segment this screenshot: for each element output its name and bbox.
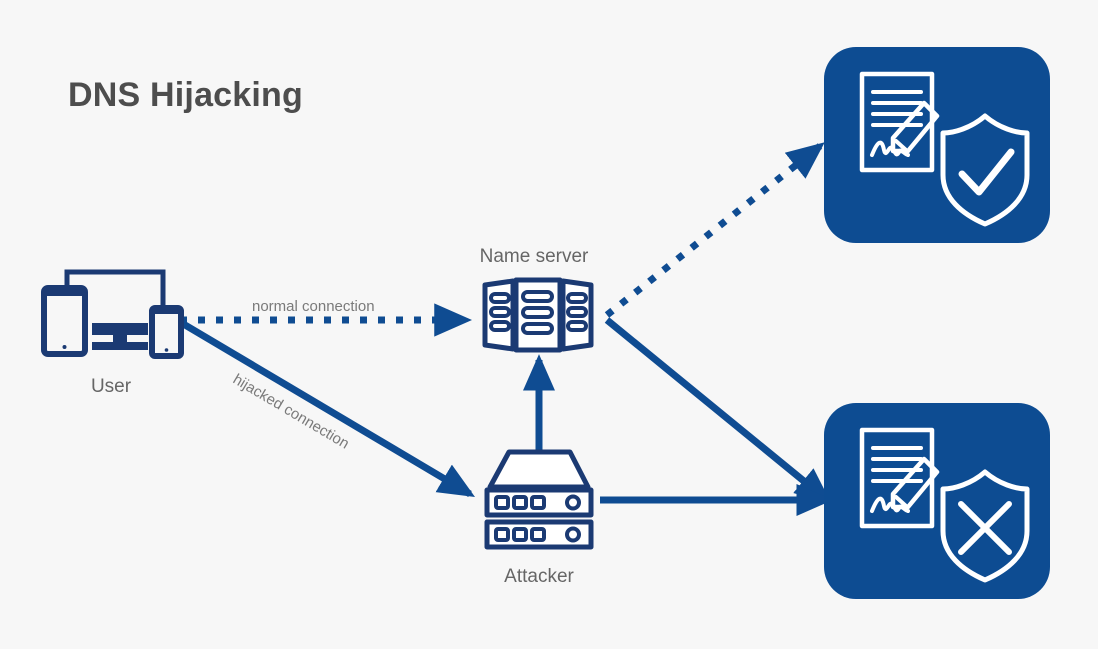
normal-connection-label: normal connection xyxy=(252,298,375,315)
attacker-server-icon xyxy=(484,449,594,550)
node-user[interactable]: User xyxy=(41,269,184,397)
legit-site-tile xyxy=(824,47,1050,243)
edge-nameserver-to-fake xyxy=(604,317,832,504)
node-legit-site[interactable] xyxy=(824,47,1050,243)
page-title: DNS Hijacking xyxy=(68,76,303,114)
document-shield-cross-icon xyxy=(859,427,1030,583)
node-attacker-label: Attacker xyxy=(504,566,574,587)
document-shield-check-icon xyxy=(859,71,1030,227)
edge-hijacked-connection: hijacked connection xyxy=(178,318,476,498)
fake-site-tile xyxy=(824,403,1050,599)
node-name-server[interactable]: Name server xyxy=(480,246,594,353)
node-attacker[interactable]: Attacker xyxy=(484,449,594,587)
node-fake-site[interactable] xyxy=(824,403,1050,599)
hijacked-connection-line xyxy=(178,318,476,498)
devices-icon xyxy=(41,269,184,359)
server-rack-icon xyxy=(482,277,594,353)
edge-normal-connection: normal connection xyxy=(180,298,473,337)
node-name-server-label: Name server xyxy=(480,246,589,267)
edge-nameserver-to-legit xyxy=(604,142,825,318)
node-user-label: User xyxy=(91,376,132,397)
